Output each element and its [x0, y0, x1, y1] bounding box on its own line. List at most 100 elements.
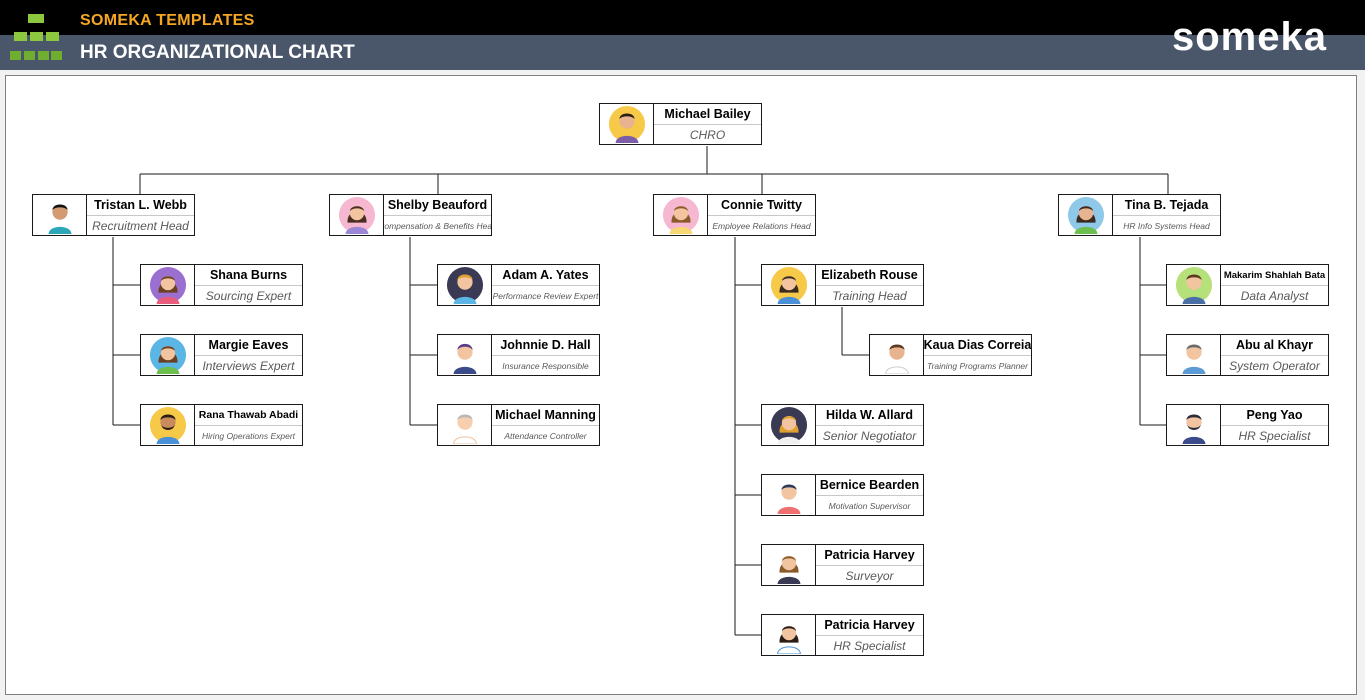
org-node-abu-al-khayr[interactable]: Abu al Khayr System Operator: [1166, 334, 1329, 376]
node-name: Kaua Dias Correia: [924, 335, 1031, 356]
node-name: Tristan L. Webb: [87, 195, 194, 216]
avatar: [762, 405, 816, 445]
man-yellow-icon: [1175, 266, 1212, 304]
chart-canvas: [5, 75, 1357, 695]
node-role: Insurance Responsible: [502, 360, 589, 371]
org-node-margie-eaves[interactable]: Margie Eaves Interviews Expert: [140, 334, 303, 376]
node-name: Elizabeth Rouse: [816, 265, 923, 286]
avatar: [438, 405, 492, 445]
avatar: [654, 195, 708, 235]
woman-pink-icon: [662, 196, 699, 234]
node-name: Peng Yao: [1221, 405, 1328, 426]
man-plain-icon: [777, 484, 800, 514]
node-name: Shana Burns: [195, 265, 302, 286]
org-chart-logo-icon: [10, 14, 62, 60]
node-name: Johnnie D. Hall: [492, 335, 599, 356]
org-node-peng-yao[interactable]: Peng Yao HR Specialist: [1166, 404, 1329, 446]
org-node-connie-twitty[interactable]: Connie Twitty Employee Relations Head: [653, 194, 816, 236]
avatar: [762, 545, 816, 585]
node-name: Tina B. Tejada: [1113, 195, 1220, 216]
node-role: Training Head: [832, 288, 907, 303]
node-role: Hiring Operations Expert: [201, 430, 296, 441]
avatar: [762, 265, 816, 305]
woman-purple-icon: [149, 266, 186, 304]
org-node-rana-abadi[interactable]: Rana Thawab Abadi Hiring Operations Expe…: [140, 404, 303, 446]
node-role: Senior Negotiator: [822, 428, 917, 443]
woman-yellow-icon: [770, 266, 807, 304]
avatar: [1059, 195, 1113, 235]
man-plain-icon: [1182, 414, 1205, 444]
node-name: Margie Eaves: [195, 335, 302, 356]
node-role: Interviews Expert: [202, 358, 295, 373]
node-role: HR Info Systems Head: [1123, 220, 1210, 231]
man-plain-icon: [453, 343, 476, 374]
node-role: HR Specialist: [1238, 428, 1311, 443]
node-name: Michael Manning: [492, 405, 599, 426]
avatar: [1167, 265, 1221, 305]
node-name: Michael Bailey: [654, 104, 761, 125]
woman-dark-icon: [770, 406, 807, 444]
org-node-johnnie-hall[interactable]: Johnnie D. Hall Insurance Responsible: [437, 334, 600, 376]
someka-wordmark: someka: [1172, 15, 1327, 59]
node-name: Patricia Harvey: [816, 615, 923, 636]
org-node-michael-manning[interactable]: Michael Manning Attendance Controller: [437, 404, 600, 446]
node-role: Data Analyst: [1240, 288, 1309, 303]
org-node-adam-yates[interactable]: Adam A. Yates Performance Review Expert: [437, 264, 600, 306]
node-role: Surveyor: [845, 568, 894, 583]
org-node-shelby-beauford[interactable]: Shelby Beauford Compensation & Benefits …: [329, 194, 492, 236]
node-role: Employee Relations Head: [712, 220, 811, 231]
org-node-patricia-harvey-hr[interactable]: Patricia Harvey HR Specialist: [761, 614, 924, 656]
avatar: [141, 405, 195, 445]
woman-plain-icon: [777, 555, 800, 584]
woman-plain-icon: [776, 625, 801, 654]
brand-label: SOMEKA TEMPLATES: [80, 12, 255, 29]
man-plain-icon: [884, 344, 909, 374]
node-role: CHRO: [689, 127, 726, 142]
avatar: [141, 335, 195, 375]
node-role: Attendance Controller: [504, 430, 587, 441]
node-role: HR Specialist: [833, 638, 906, 653]
org-node-kaua-correia[interactable]: Kaua Dias Correia Training Programs Plan…: [869, 334, 1032, 376]
node-role: Performance Review Expert: [492, 290, 599, 301]
avatar: [1167, 335, 1221, 375]
man-plain-icon: [1182, 344, 1205, 374]
man-yellow-icon: [149, 406, 186, 444]
node-role: Recruitment Head: [92, 218, 189, 233]
man-dark-icon: [446, 266, 483, 304]
woman-pink-icon: [338, 196, 375, 234]
woman-blue-icon: [1067, 196, 1104, 234]
node-name: Rana Thawab Abadi: [195, 405, 302, 426]
node-role: Motivation Supervisor: [828, 500, 911, 511]
node-name: Connie Twitty: [708, 195, 815, 216]
avatar: [330, 195, 384, 235]
avatar: [1167, 405, 1221, 445]
org-node-tina-tejada[interactable]: Tina B. Tejada HR Info Systems Head: [1058, 194, 1221, 236]
node-name: Shelby Beauford: [384, 195, 491, 216]
org-node-shana-burns[interactable]: Shana Burns Sourcing Expert: [140, 264, 303, 306]
node-name: Abu al Khayr: [1221, 335, 1328, 356]
org-node-tristan-webb[interactable]: Tristan L. Webb Recruitment Head: [32, 194, 195, 236]
org-node-makarim-bata[interactable]: Makarim Shahlah Bata Data Analyst: [1166, 264, 1329, 306]
org-node-elizabeth-rouse[interactable]: Elizabeth Rouse Training Head: [761, 264, 924, 306]
org-node-patricia-harvey-surveyor[interactable]: Patricia Harvey Surveyor: [761, 544, 924, 586]
avatar: [762, 615, 816, 655]
man-dark-icon: [48, 204, 71, 234]
node-name: Adam A. Yates: [492, 265, 599, 286]
avatar: [141, 265, 195, 305]
worksheet-area: [0, 70, 1365, 700]
node-role: Compensation & Benefits Head: [384, 220, 491, 231]
man-plain-icon: [452, 414, 477, 444]
brand-strip: [0, 0, 1365, 35]
page-title: HR ORGANIZATIONAL CHART: [80, 42, 355, 63]
org-node-hilda-allard[interactable]: Hilda W. Allard Senior Negotiator: [761, 404, 924, 446]
avatar: [870, 335, 924, 375]
man-yellow-icon: [608, 105, 645, 143]
avatar: [438, 335, 492, 375]
org-node-michael-bailey[interactable]: Michael Bailey CHRO: [599, 103, 762, 145]
node-name: Hilda W. Allard: [816, 405, 923, 426]
avatar: [33, 195, 87, 235]
org-node-bernice-bearden[interactable]: Bernice Bearden Motivation Supervisor: [761, 474, 924, 516]
node-role: Training Programs Planner: [927, 360, 1028, 371]
node-role: System Operator: [1229, 358, 1320, 373]
woman-blue-icon: [149, 336, 186, 374]
